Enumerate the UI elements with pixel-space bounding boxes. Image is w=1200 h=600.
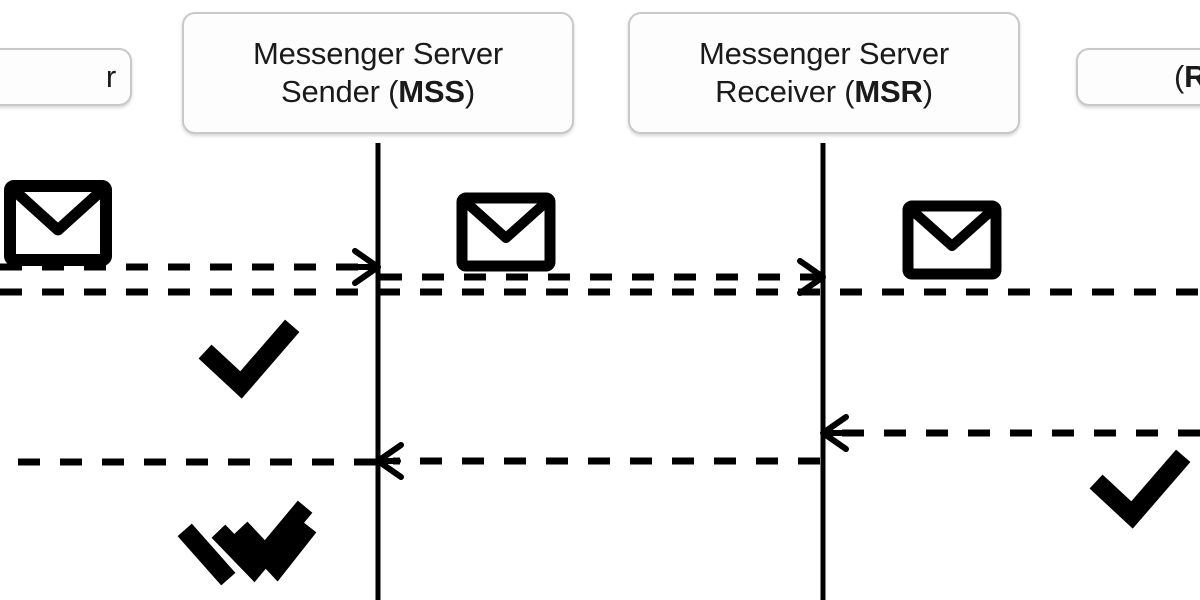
envelope-icon-3 xyxy=(902,200,1002,280)
double-check-icon-1 xyxy=(177,500,317,586)
participant-label-mss-abbr: MSS xyxy=(398,74,465,109)
arrowhead-left-at-mss-lower xyxy=(375,442,404,480)
participant-label-right-abbr: R xyxy=(1184,59,1200,95)
double-check-stroke-1 xyxy=(177,523,236,586)
participant-box-msr[interactable]: Messenger Server Receiver (MSR) xyxy=(628,12,1020,134)
participant-label-msr-suffix: ) xyxy=(922,74,933,109)
double-check-stroke-3 xyxy=(233,520,317,582)
participant-box-right-clipped[interactable]: (R xyxy=(1076,48,1200,106)
participant-box-mss[interactable]: Messenger Server Sender (MSS) xyxy=(182,12,574,134)
participant-label-msr: Messenger Server Receiver (MSR) xyxy=(689,35,959,111)
double-check-stroke-2 xyxy=(211,500,313,583)
participant-label-mss-prefix: Sender ( xyxy=(280,74,399,109)
participant-label-right: (R xyxy=(1078,58,1200,96)
envelope-flap xyxy=(463,199,549,243)
single-check-icon-1 xyxy=(198,319,300,399)
arrowhead-left-at-msr-lower xyxy=(820,414,849,452)
participant-label-mss-suffix: ) xyxy=(464,74,475,109)
arrowhead-right-at-mss-upper xyxy=(352,248,381,286)
single-check-icon-2 xyxy=(1089,449,1191,529)
envelope-icon-1 xyxy=(4,180,112,266)
participant-label-right-prefix: ( xyxy=(1174,59,1185,95)
arrowhead-right-at-msr-upper xyxy=(797,258,826,296)
participant-label-mss: Messenger Server Sender (MSS) xyxy=(243,35,513,111)
participant-label-msr-line1: Messenger Server xyxy=(698,36,950,72)
participant-label-mss-line1: Messenger Server xyxy=(252,36,504,72)
participant-label-left: r xyxy=(105,59,116,95)
envelope-flap xyxy=(909,207,995,251)
envelope-icon-2 xyxy=(456,192,556,272)
participant-box-left-clipped[interactable]: r xyxy=(0,48,132,106)
participant-label-msr-abbr: MSR xyxy=(854,74,923,109)
envelope-flap xyxy=(10,186,106,236)
participant-label-msr-prefix: Receiver ( xyxy=(715,74,855,109)
